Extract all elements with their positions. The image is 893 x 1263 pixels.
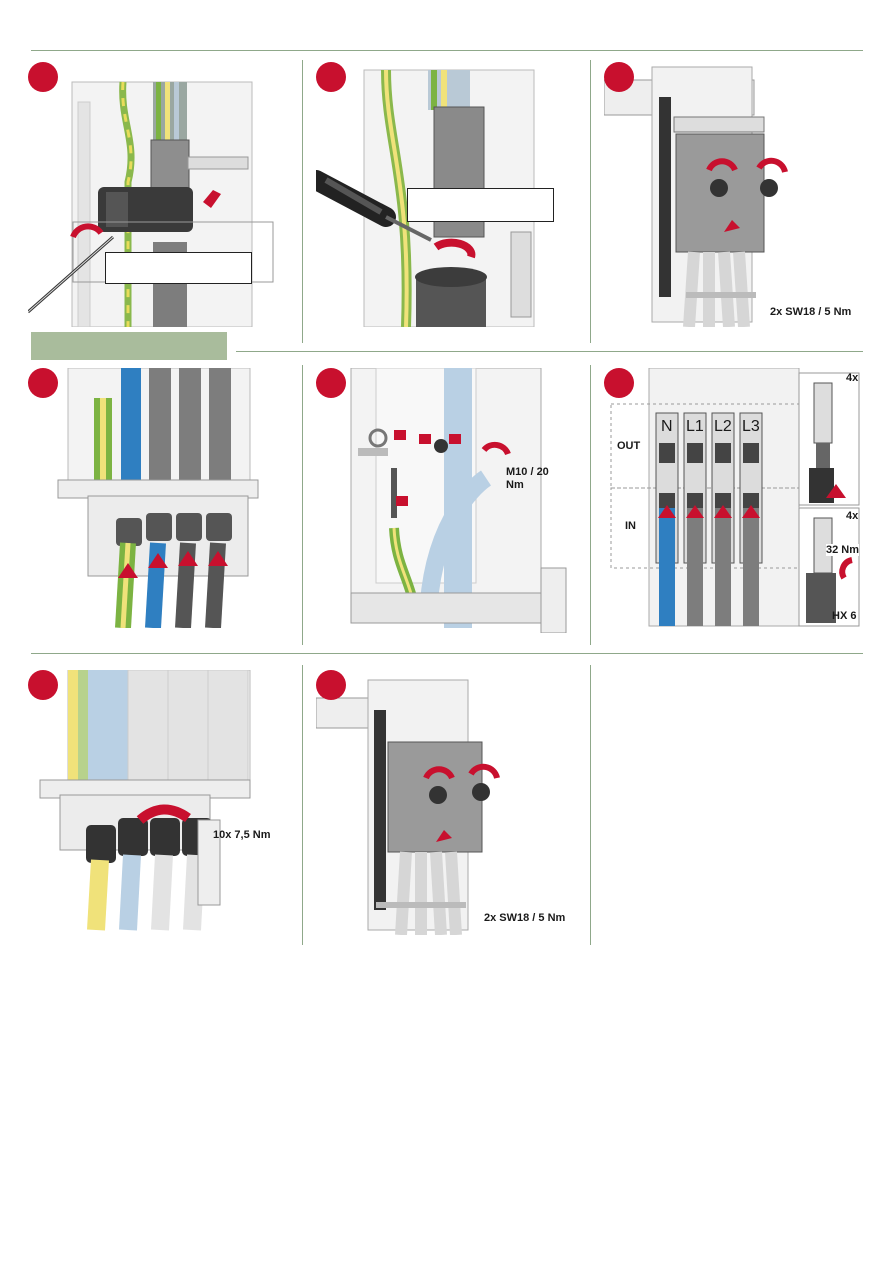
panel-5-earth-connection: M10 / 20 Nm: [316, 368, 586, 633]
panel-6-illustration: [610, 368, 860, 627]
step-badge-icon: [604, 368, 634, 398]
step-badge-icon: [28, 368, 58, 398]
panel-7-gland-tightening: 10x 7,5 Nm: [28, 670, 298, 935]
separator: [590, 665, 591, 945]
panel-3-illustration: [604, 66, 788, 327]
panel-8-illustration: [316, 679, 500, 935]
separator: [302, 665, 303, 945]
quantity-label: 4x: [846, 510, 859, 522]
torque-label: M10 / 20 Nm: [506, 466, 549, 491]
step-badge-icon: [316, 670, 346, 700]
separator: [302, 60, 303, 343]
step-badge-icon: [28, 62, 58, 92]
section-tab: [31, 332, 227, 360]
terminal-label-l2: L2: [714, 418, 732, 435]
terminal-label-n: N: [661, 418, 673, 435]
separator: [590, 60, 591, 343]
torque-label: 10x 7,5 Nm: [213, 829, 271, 841]
out-label: OUT: [617, 440, 641, 452]
panel-8-cover-plate: 2x SW18 / 5 Nm: [316, 670, 586, 935]
divider-row3: [31, 653, 863, 654]
panel-3-cover-plate: 2x SW18 / 5 Nm: [604, 62, 869, 327]
panel-4-cable-glands: [28, 368, 298, 628]
panel-2-screwdriver: [316, 62, 586, 327]
terminal-label-l3: L3: [742, 418, 760, 435]
tool-label: HX 6: [832, 610, 857, 622]
step-badge-icon: [316, 62, 346, 92]
step-badge-icon: [604, 62, 634, 92]
panel-1-illustration: [28, 81, 274, 327]
torque-label: 2x SW18 / 5 Nm: [770, 306, 852, 318]
divider-row2: [236, 351, 863, 352]
separator: [590, 365, 591, 645]
panel-1-cable-clamp: [28, 62, 298, 327]
step-badge-icon: [28, 670, 58, 700]
torque-label: 32 Nm: [826, 544, 860, 556]
callout-box: [105, 252, 252, 284]
in-label: IN: [625, 520, 636, 532]
separator: [302, 365, 303, 645]
panel-6-terminal-block: OUT IN N L1 L2 L3 4x 4x 32 Nm HX 6: [604, 368, 869, 633]
divider-top: [31, 50, 863, 51]
panel-7-illustration: [39, 670, 251, 931]
panel-5-illustration: [350, 368, 567, 633]
step-badge-icon: [316, 368, 346, 398]
quantity-label: 4x: [846, 372, 859, 384]
torque-label: 2x SW18 / 5 Nm: [484, 912, 566, 924]
callout-box: [407, 188, 554, 222]
panel-4-illustration: [57, 368, 259, 628]
terminal-label-l1: L1: [686, 418, 704, 435]
